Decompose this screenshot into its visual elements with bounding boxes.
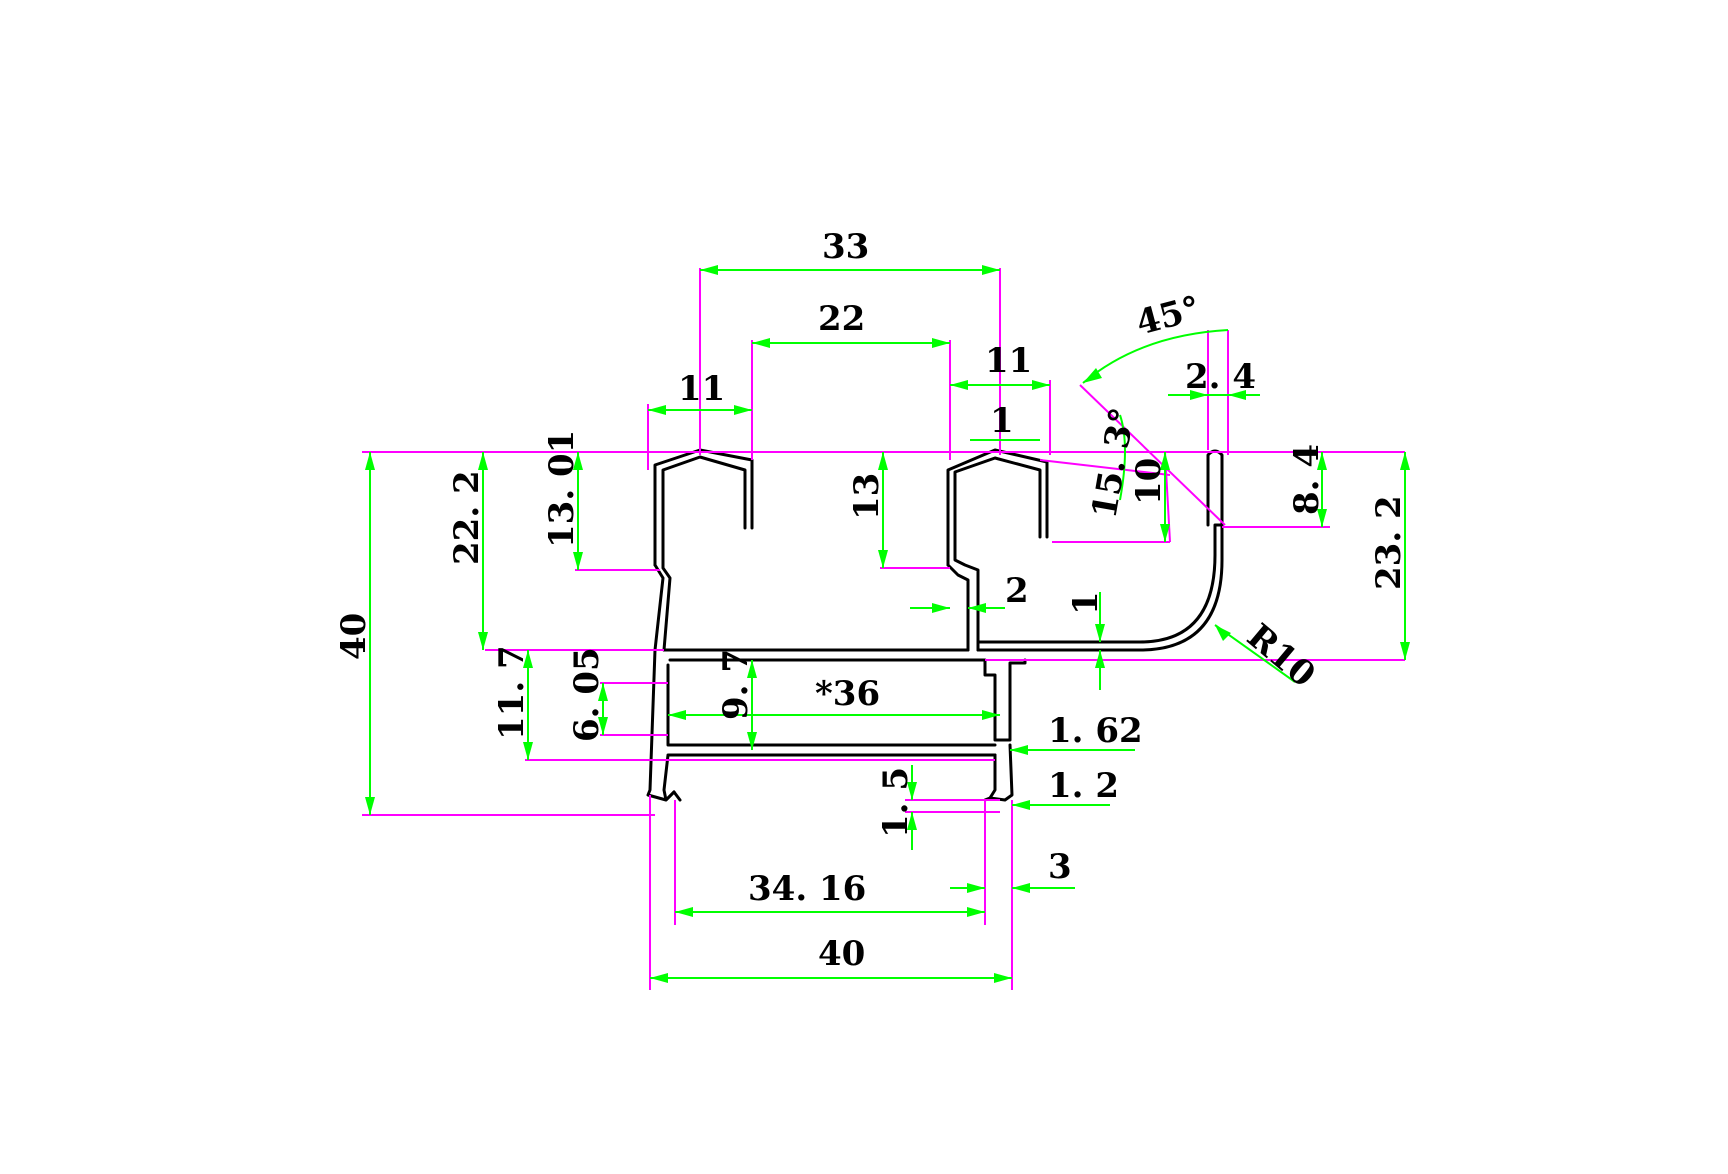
arrowheads [365, 265, 1410, 983]
dim-height-8-4: 8. 4 [1287, 444, 1327, 515]
dimension-lines [369, 269, 1406, 979]
dim-height-9-7: 9. 7 [716, 649, 756, 720]
dim-top-22: 22 [818, 299, 865, 339]
dim-center-1: 1 [990, 401, 1014, 441]
dim-right-11: 11 [985, 341, 1032, 381]
dim-width-3: 3 [1048, 847, 1072, 887]
right-hook-lip [1206, 449, 1224, 527]
middle-chamber [946, 448, 1049, 652]
dim-width-36: *36 [815, 674, 880, 714]
middle-wall [946, 563, 970, 652]
dim-height-23-2: 23. 2 [1369, 495, 1409, 590]
dim-height-40-left: 40 [334, 613, 374, 660]
dim-angle-45: 45° [1132, 288, 1204, 343]
bottom-right-foot [988, 743, 1014, 802]
dim-height-1-5: 1. 5 [876, 767, 916, 838]
dim-thick-1: 1 [1066, 591, 1106, 615]
dim-left-11: 11 [678, 369, 725, 409]
dim-width-2-4: 2. 4 [1185, 357, 1256, 397]
dim-height-13-01: 13. 01 [542, 430, 582, 548]
dim-radius-r10: R10 [1239, 616, 1323, 695]
left-chamber-outer [653, 448, 754, 652]
band-lower [662, 663, 997, 802]
band-top [662, 648, 1027, 742]
dim-top-33: 33 [822, 227, 869, 267]
dim-height-6-05: 6. 05 [567, 647, 607, 742]
dim-height-22-2: 22. 2 [447, 470, 487, 565]
dim-width-2: 2 [1005, 571, 1029, 611]
dim-height-10: 10 [1129, 458, 1169, 505]
dim-width-40-bottom: 40 [818, 934, 865, 974]
dim-height-13: 13 [847, 473, 887, 520]
dim-width-34-16: 34. 16 [748, 869, 866, 909]
dim-thick-1-2: 1. 2 [1048, 766, 1119, 806]
right-hook [976, 523, 1224, 652]
dim-height-11-7: 11. 7 [492, 645, 532, 740]
dim-thick-1-62: 1. 62 [1048, 711, 1143, 751]
bottom-line [672, 790, 992, 802]
dimension-labels: 33 22 11 11 1 45° 2. 4 15. 3° 10 8. 4 23… [334, 227, 1409, 974]
